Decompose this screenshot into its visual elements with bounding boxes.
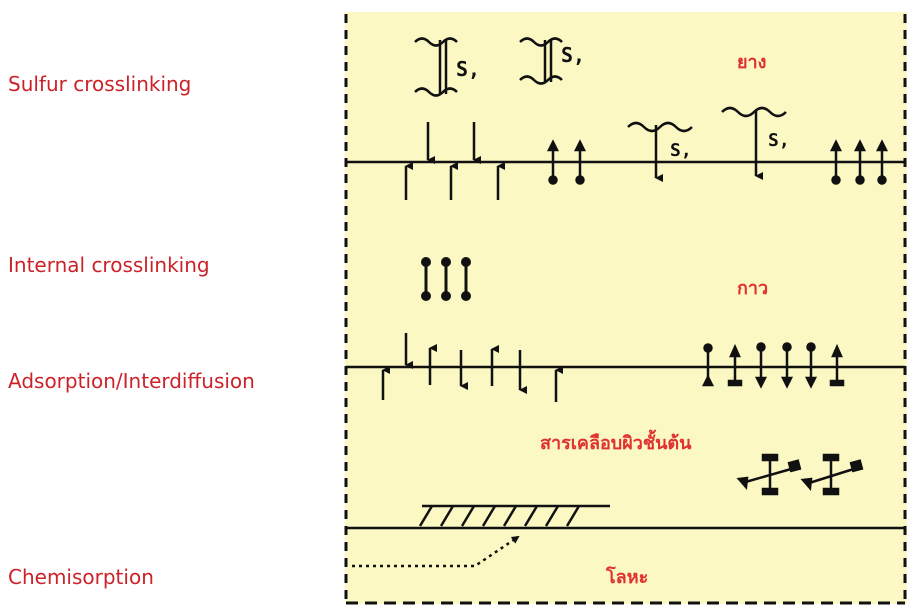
layer-label-primer: สารเคลือบผิวชั้นต้น bbox=[540, 433, 692, 454]
sulfur-label-4: S, bbox=[768, 130, 790, 151]
internal-crosslinks bbox=[421, 257, 471, 301]
primer-molecule-2 bbox=[800, 453, 864, 496]
primer-hatches bbox=[418, 504, 610, 527]
sulfur-bridge-interface-2 bbox=[721, 106, 787, 180]
sulfur-label-2: S, bbox=[561, 43, 585, 67]
sulfur-bridge-interface-1 bbox=[627, 121, 693, 182]
rubber-down-arrows bbox=[426, 122, 481, 164]
crosslink-pair-1 bbox=[546, 139, 587, 185]
crosslink-triple bbox=[829, 139, 889, 185]
side-label-internal-crosslinking: Internal crosslinking bbox=[8, 253, 210, 277]
sulfur-label-3: S, bbox=[670, 140, 692, 161]
layer-panel bbox=[345, 12, 907, 604]
adsorption-arrows bbox=[381, 333, 563, 402]
layer-label-rubber: ยาง bbox=[737, 52, 767, 73]
layer-label-metal: โลหะ bbox=[606, 567, 649, 588]
interdiffusion-group bbox=[701, 342, 845, 389]
side-label-adsorption-interdiffusion: Adsorption/Interdiffusion bbox=[8, 369, 255, 393]
layer-label-adhesive: กาว bbox=[737, 278, 769, 299]
primer-molecule-1 bbox=[736, 453, 802, 496]
sulfur-label-1: S, bbox=[456, 57, 480, 81]
adhesive-up-arrows bbox=[404, 162, 505, 200]
sulfur-bridge-top-2 bbox=[519, 37, 563, 85]
sulfur-bridge-top-1 bbox=[414, 37, 458, 97]
side-label-chemisorption: Chemisorption bbox=[8, 565, 154, 589]
side-label-sulfur-crosslinking: Sulfur crosslinking bbox=[8, 72, 192, 96]
